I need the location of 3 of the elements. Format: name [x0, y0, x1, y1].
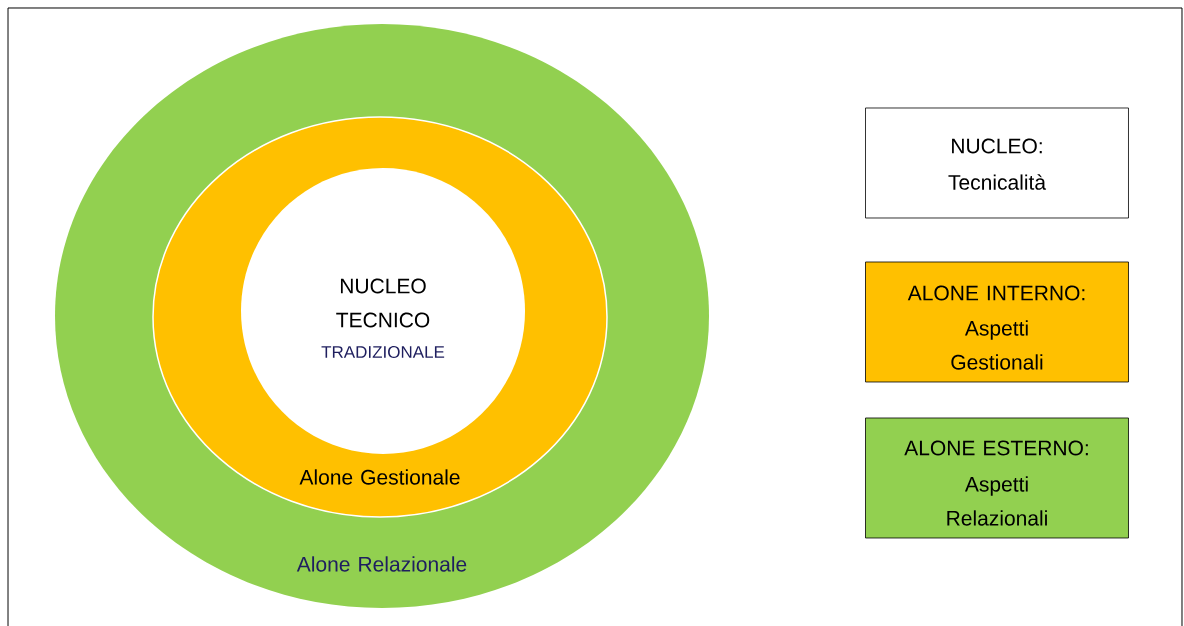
key-box: ALONE ESTERNO: Aspetti Relazionali [865, 417, 1129, 539]
key-box: NUCLEO: Tecnicalità [865, 107, 1129, 219]
key-box: ALONE INTERNO: Aspetti Gestionali [865, 261, 1129, 383]
